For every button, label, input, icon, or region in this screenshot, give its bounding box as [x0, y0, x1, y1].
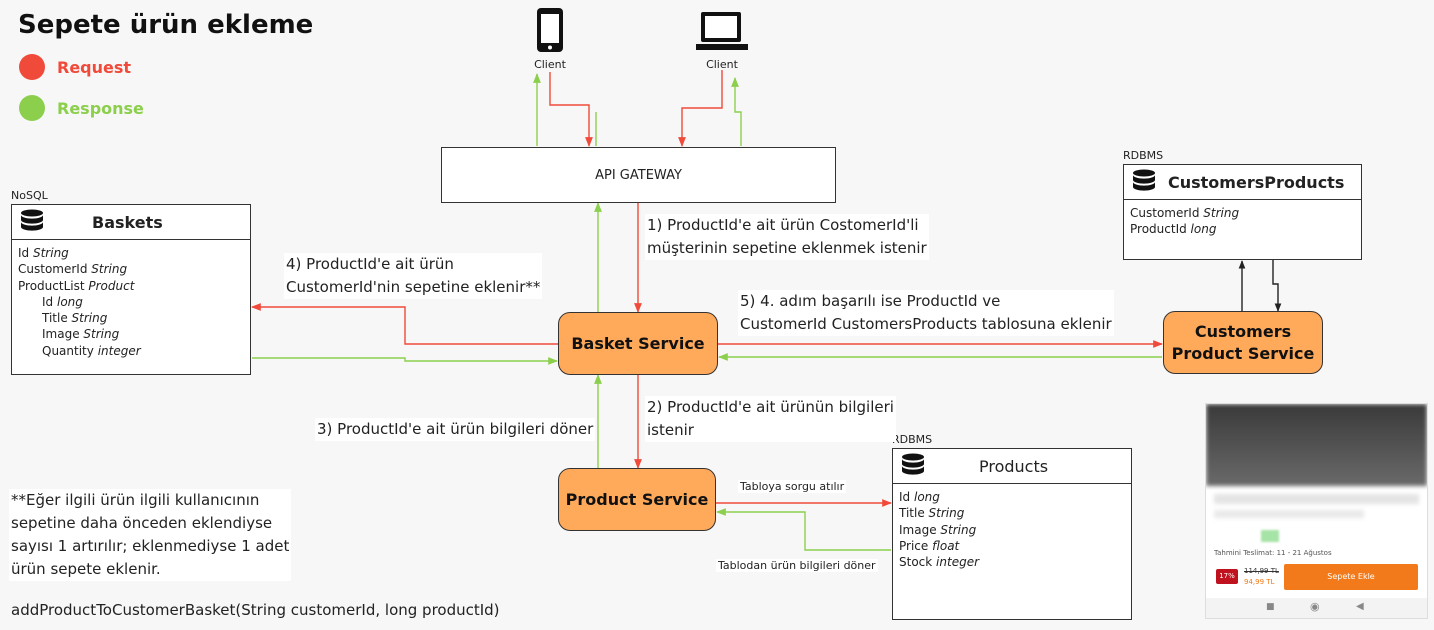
field-row: Image String — [899, 522, 977, 537]
step-3-label: 3) ProductId'e ait ürün bilgileri döner — [315, 418, 596, 441]
customers-db-title: CustomersProducts — [1168, 172, 1345, 192]
client-mobile: Client — [520, 6, 580, 71]
footnote: **Eğer ilgili ürün ilgili kullanıcının s… — [9, 489, 292, 581]
response-legend-dot — [19, 95, 45, 121]
field-row: ProductList Product — [18, 278, 135, 293]
customers-products-db: CustomersProducts CustomerId String Prod… — [1123, 164, 1362, 260]
customers-db-tag: RDBMS — [1123, 149, 1164, 162]
field-row: Quantity integer — [42, 343, 141, 358]
products-db-header: Products — [893, 449, 1131, 484]
request-legend-dot — [19, 54, 45, 80]
request-legend-label: Request — [57, 58, 132, 77]
database-icon — [1133, 169, 1155, 191]
products-db-tag: RDBMS — [892, 433, 933, 446]
query-response-label: Tablodan ürün bilgileri döner — [716, 559, 878, 572]
api-gateway-label: API GATEWAY — [595, 167, 682, 183]
customers-db-header: CustomersProducts — [1124, 165, 1361, 200]
client-laptop: Client — [692, 6, 752, 71]
field-row: Image String — [42, 327, 120, 342]
basket-service: Basket Service — [558, 312, 718, 375]
arrow-products-db-to-product — [716, 508, 891, 551]
basket-service-label: Basket Service — [571, 334, 705, 353]
laptop-icon — [696, 12, 748, 50]
field-row: Stock integer — [899, 555, 980, 570]
recents-icon[interactable]: ■ — [1266, 602, 1275, 612]
mobile-phone-icon — [537, 8, 563, 52]
field-row: Id long — [899, 490, 940, 504]
baskets-db: Baskets Id String CustomerId String Prod… — [11, 204, 251, 375]
add-to-cart-button[interactable]: Sepete Ekle — [1284, 564, 1418, 590]
arrow-client1-request — [549, 72, 593, 147]
field-row: ProductId long — [1130, 222, 1217, 237]
product-image-blur — [1206, 404, 1427, 486]
query-label: Tabloya sorgu atılır — [738, 480, 847, 493]
response-legend-label: Response — [57, 99, 144, 118]
baskets-db-header: Baskets — [12, 205, 250, 240]
delivery-text: Tahmini Teslimat: 11 - 21 Ağustos — [1214, 549, 1332, 557]
arrow-client2-request — [678, 70, 723, 147]
customers-db-fields: CustomerId String ProductId long — [1124, 200, 1361, 243]
old-price: 114,99 TL — [1244, 567, 1279, 575]
method-signature: addProductToCustomerBasket(String custom… — [11, 601, 500, 619]
client-label: Client — [534, 58, 566, 71]
discount-badge: 17% — [1216, 569, 1238, 584]
blurred-info — [1214, 494, 1419, 504]
baskets-db-fields: Id String CustomerId String ProductList … — [12, 240, 250, 364]
blurred-badge — [1261, 530, 1279, 542]
field-row: Title String — [42, 311, 108, 326]
app-screenshot: Tahmini Teslimat: 11 - 21 Ağustos 17% 11… — [1205, 403, 1428, 619]
products-db-fields: Id long Title String Image String Price … — [893, 484, 1131, 575]
blurred-info — [1214, 510, 1364, 518]
field-row: Id String — [18, 246, 69, 260]
arrow-client2-response — [731, 77, 742, 146]
arrow-baskets-db-to-basket — [252, 357, 558, 365]
customers-product-service: Customers Product Service — [1163, 311, 1323, 374]
product-service-label: Product Service — [565, 490, 709, 509]
customers-service-label-2: Product Service — [1171, 343, 1315, 363]
page-title: Sepete ürün ekleme — [18, 10, 314, 40]
baskets-db-title: Baskets — [92, 212, 163, 232]
products-db: Products Id long Title String Image Stri… — [892, 448, 1132, 620]
new-price: 94,99 TL — [1244, 578, 1275, 586]
customers-service-label-1: Customers — [1194, 321, 1292, 341]
field-row: Id long — [42, 294, 83, 309]
api-gateway: API GATEWAY — [441, 147, 836, 203]
arrow-customers-to-db — [1272, 260, 1282, 312]
client-label: Client — [706, 58, 738, 71]
field-row: CustomerId String — [18, 262, 128, 277]
android-nav-bar: ■ ◉ ◀ — [1206, 598, 1427, 618]
back-icon[interactable]: ◀ — [1356, 601, 1364, 612]
field-row: Price float — [899, 538, 960, 553]
baskets-db-tag: NoSQL — [11, 189, 48, 202]
products-db-title: Products — [979, 456, 1049, 476]
arrow-basket-to-baskets-db — [251, 303, 558, 345]
field-row: CustomerId String — [1130, 206, 1240, 220]
field-row: Title String — [899, 506, 965, 521]
database-icon — [902, 453, 924, 475]
database-icon — [21, 209, 43, 231]
home-icon[interactable]: ◉ — [1310, 600, 1320, 613]
product-service: Product Service — [558, 468, 716, 531]
